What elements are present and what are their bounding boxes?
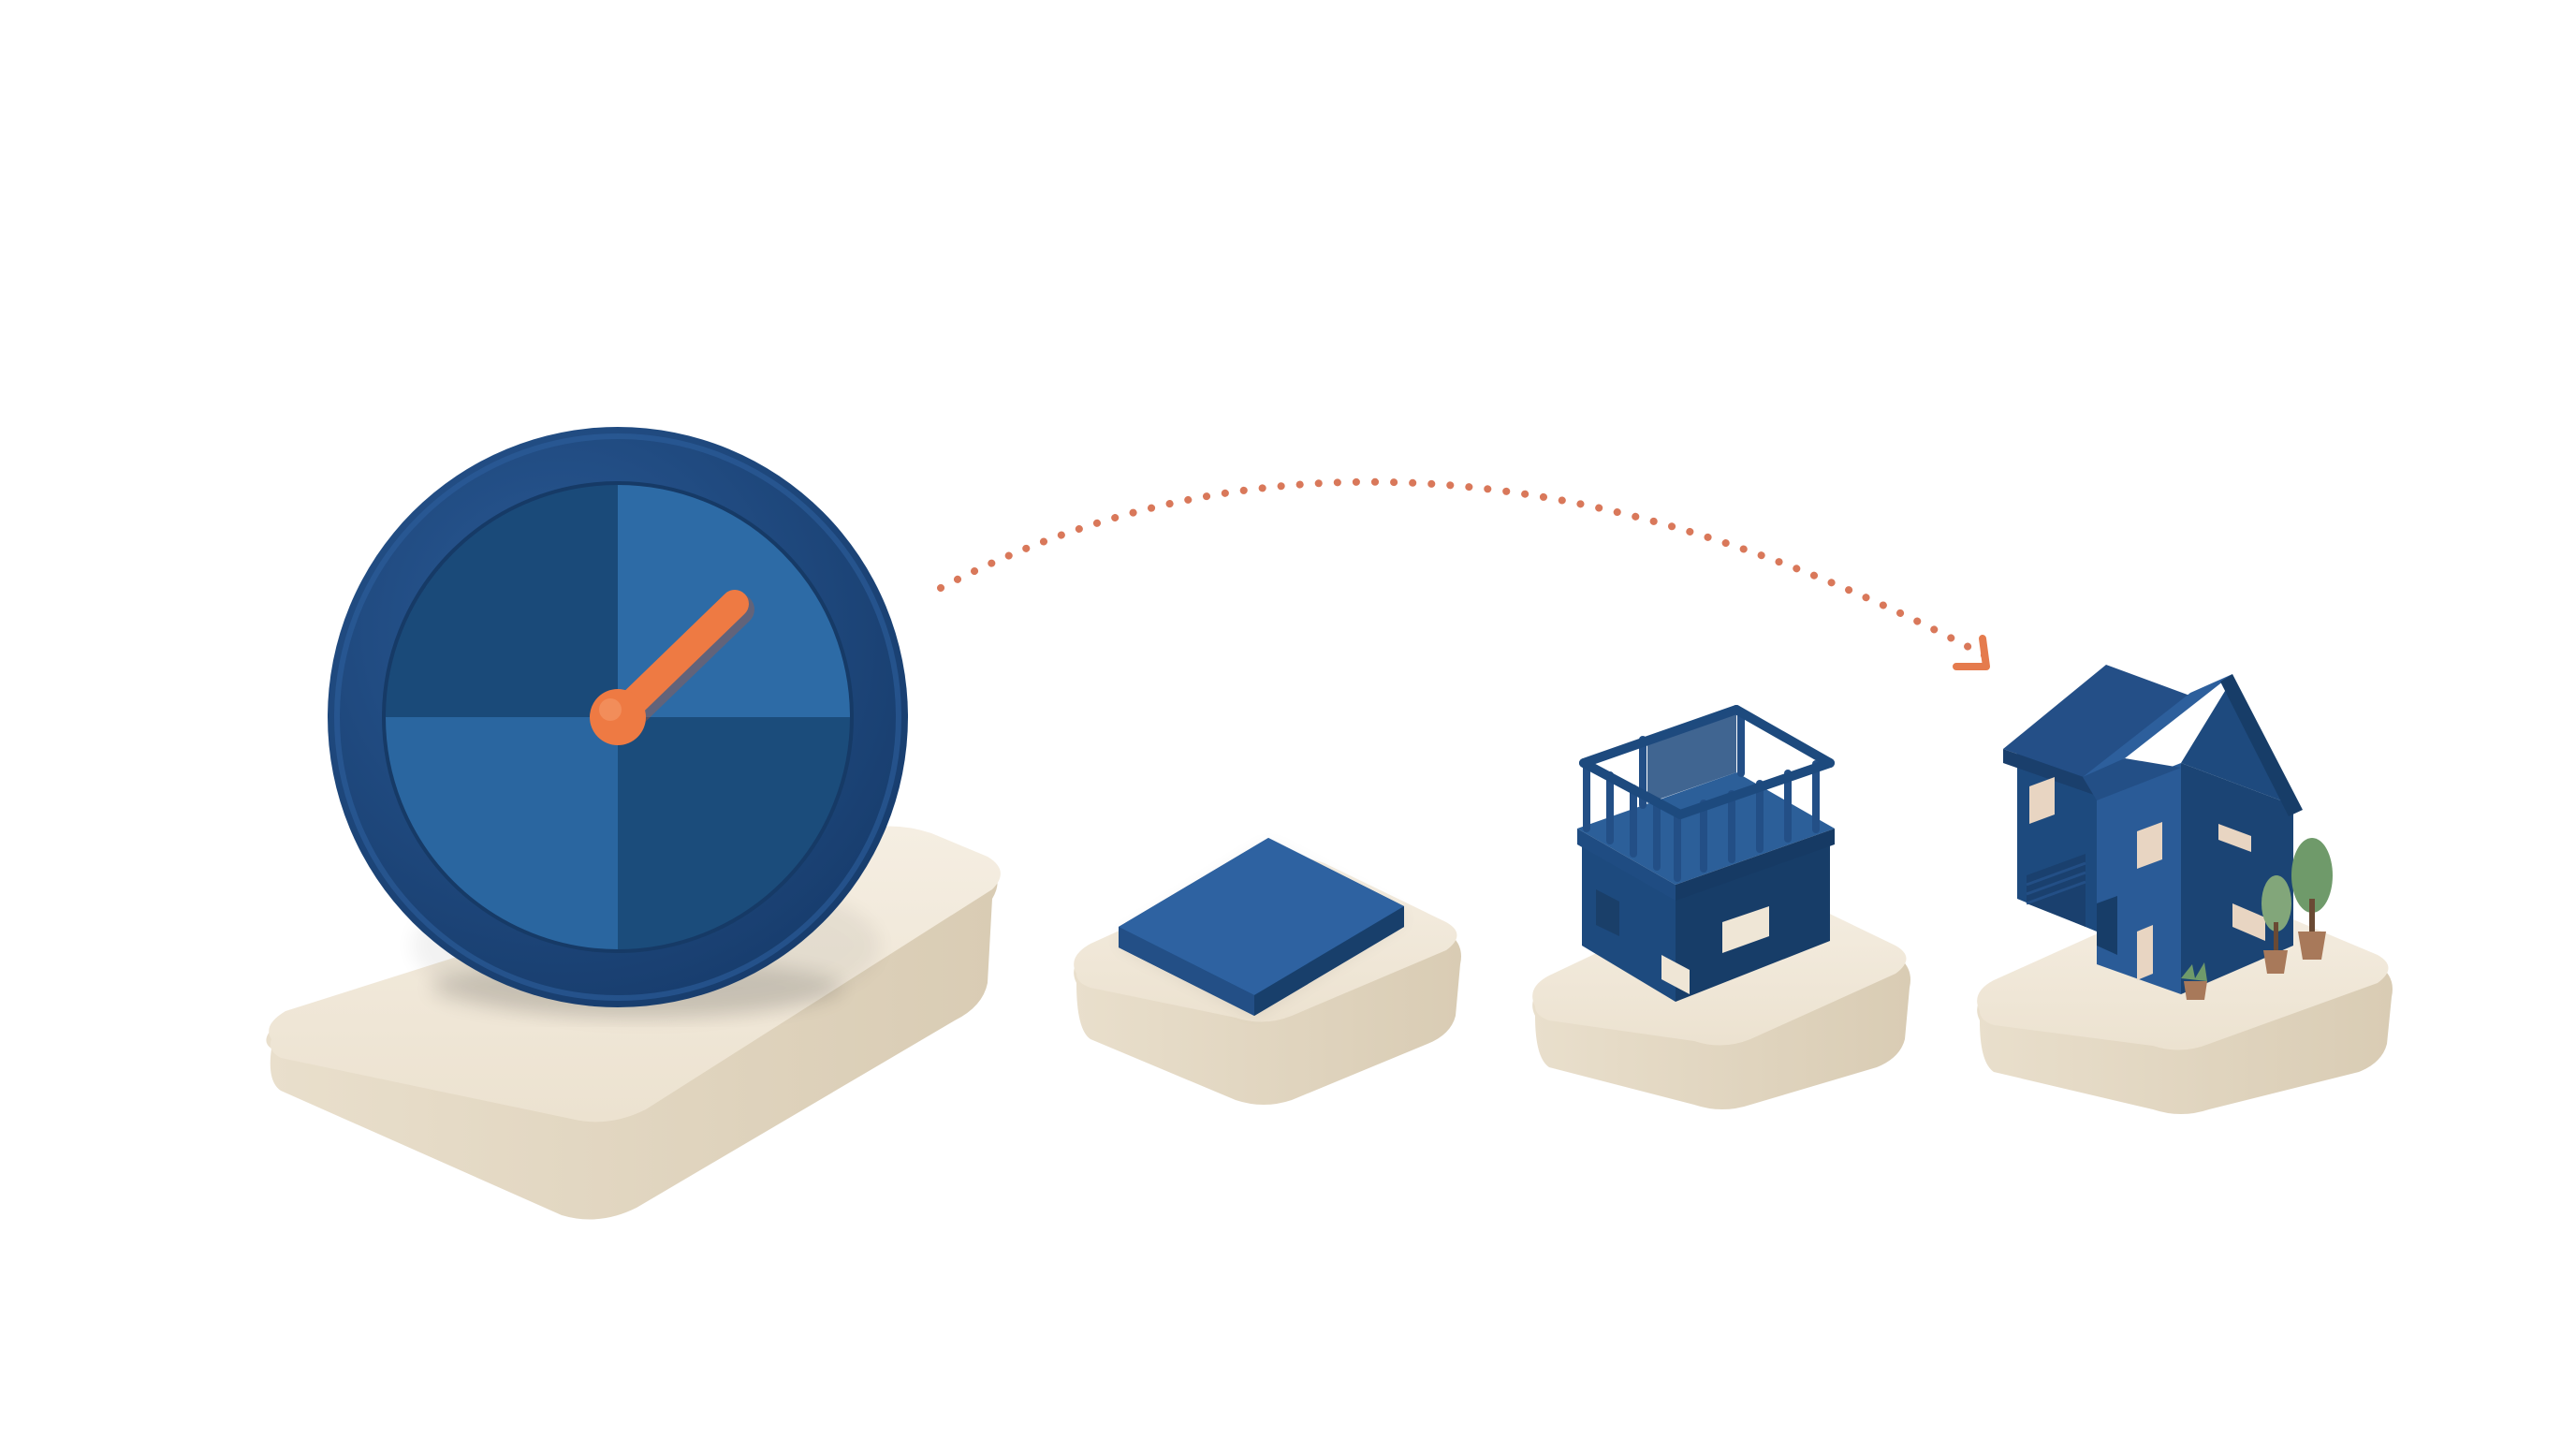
clock-stage: [266, 427, 1001, 1220]
clock-icon: [328, 427, 908, 1016]
house-windows: [2029, 777, 2265, 980]
foundation-stage: [1074, 838, 1461, 1105]
finished-house-icon: [2003, 665, 2333, 1000]
frame-studs: [1583, 708, 1820, 882]
framing-stage: [1532, 705, 1910, 1109]
plants-icon: [2181, 838, 2333, 1000]
house-frame-icon: [1577, 705, 1835, 1002]
house-stage: [1977, 665, 2393, 1114]
foundation-slab-icon: [1119, 838, 1404, 1016]
garage-door-icon: [2026, 854, 2086, 927]
front-door-icon: [2097, 896, 2117, 955]
arrowhead-icon: [1953, 635, 1990, 670]
timeline-arrow: [937, 477, 1990, 670]
clock-hand: [590, 590, 754, 745]
